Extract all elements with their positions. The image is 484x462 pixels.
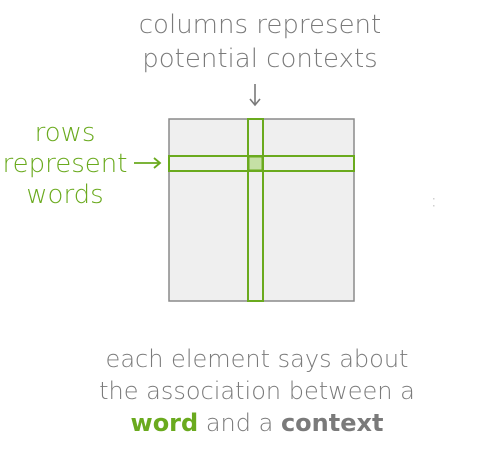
- highlighted-row: [168, 155, 355, 172]
- rows-label-line3: words: [26, 180, 104, 210]
- columns-label-line1: columns represent: [138, 10, 382, 40]
- caption-context: context: [280, 409, 384, 437]
- caption-word: word: [130, 409, 199, 437]
- arrow-right-icon: [134, 157, 162, 169]
- rows-label-line1: rows: [34, 118, 96, 148]
- caption: each element says about the association …: [0, 343, 484, 439]
- highlighted-column: [247, 118, 264, 302]
- matrix: [168, 118, 355, 302]
- caption-middle: and a: [198, 409, 281, 437]
- caption-line1: each element says about: [105, 345, 409, 373]
- caption-line3: word and a context: [0, 407, 484, 439]
- caption-line2: the association between a: [99, 377, 415, 405]
- columns-label: columns represent potential contexts: [0, 8, 484, 76]
- intersection-cell: [248, 156, 263, 171]
- arrow-down-icon: [249, 84, 261, 107]
- rows-label: rows represent words: [0, 118, 130, 211]
- rows-label-line2: represent: [2, 149, 128, 179]
- columns-label-line2: potential contexts: [142, 44, 378, 74]
- faint-mark: [433, 198, 435, 207]
